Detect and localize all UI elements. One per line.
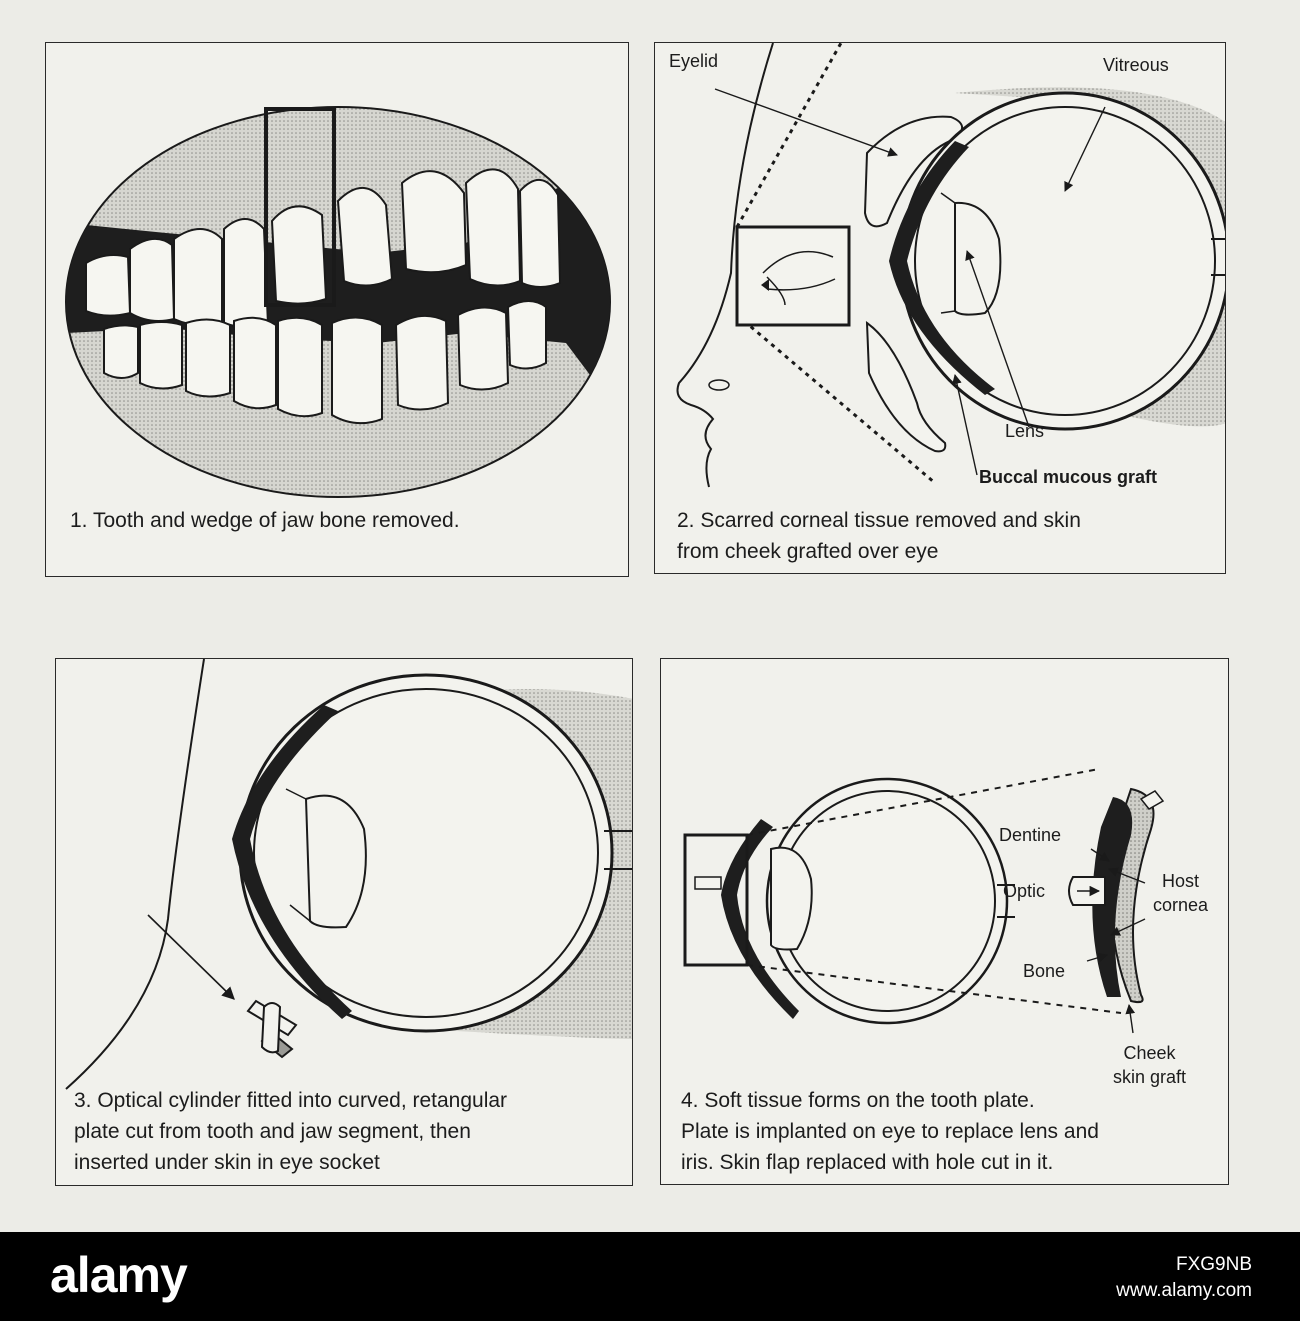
watermark-logo: alamy <box>50 1247 188 1303</box>
cheek-skin-graft-label: Cheek skin graft <box>1113 1043 1187 1087</box>
lens-label: Lens <box>1005 421 1045 441</box>
panel-1-tooth-removal: 1. Tooth and wedge of jaw bone removed. <box>45 42 629 577</box>
panel-2-caption: 2. Scarred corneal tissue removed and sk… <box>677 509 1081 563</box>
panel-1-caption: 1. Tooth and wedge of jaw bone removed. <box>70 509 460 532</box>
bone-label: Bone <box>1023 961 1066 981</box>
buccal-graft <box>889 141 995 395</box>
inset-box <box>735 225 851 327</box>
watermark-id: FXG9NB www.alamy.com <box>1116 1252 1252 1304</box>
buccal-graft-label: Buccal mucous graft <box>979 467 1158 487</box>
vitreous-label: Vitreous <box>1103 55 1169 75</box>
eyeball <box>765 777 1009 1025</box>
panel-3-optical-cylinder: 3. Optical cylinder fitted into curved, … <box>55 658 633 1186</box>
watermark-url: www.alamy.com <box>1116 1280 1252 1301</box>
removal-box <box>264 107 336 307</box>
optical-cylinder-icon <box>246 999 298 1059</box>
lens <box>770 846 813 951</box>
implant-illustration <box>683 768 1165 1034</box>
host-cornea-label: Host cornea <box>1153 871 1209 915</box>
inset-box <box>683 833 749 967</box>
image-id: FXG9NB <box>1175 1254 1252 1275</box>
face-line <box>65 659 205 1090</box>
eyeball <box>238 673 614 1033</box>
skin-graft <box>232 705 352 1019</box>
diagram-page: 1. Tooth and wedge of jaw bone removed. <box>45 42 1229 1186</box>
dentine-label: Dentine <box>999 825 1062 845</box>
graft <box>721 819 799 1019</box>
panel-3-caption: 3. Optical cylinder fitted into curved, … <box>74 1089 508 1174</box>
panel-4-tooth-plate-implant: Dentine Optic Host cornea Bone Cheek ski… <box>660 658 1229 1185</box>
eyelid-label: Eyelid <box>669 51 719 71</box>
watermark-footer: alamy FXG9NB www.alamy.com <box>0 1232 1300 1321</box>
optic-cylinder-icon <box>1068 876 1106 906</box>
nostril-icon <box>708 379 730 391</box>
panel-2-corneal-graft: Eyelid Vitreous Lens Buccal mucous graft… <box>654 42 1226 574</box>
eyeball <box>899 91 1225 431</box>
cylinder-illustration <box>65 659 632 1090</box>
tooth-plate-detail <box>1092 787 1165 1004</box>
lens <box>304 794 367 929</box>
lower-eyelid <box>865 320 947 453</box>
lens <box>954 201 1002 316</box>
panel-4-caption: 4. Soft tissue forms on the tooth plate.… <box>681 1089 1099 1174</box>
eye-graft-illustration <box>676 43 1225 488</box>
teeth-illustration <box>65 106 611 498</box>
optic-label: Optic <box>1003 881 1046 901</box>
face-profile <box>676 43 774 488</box>
